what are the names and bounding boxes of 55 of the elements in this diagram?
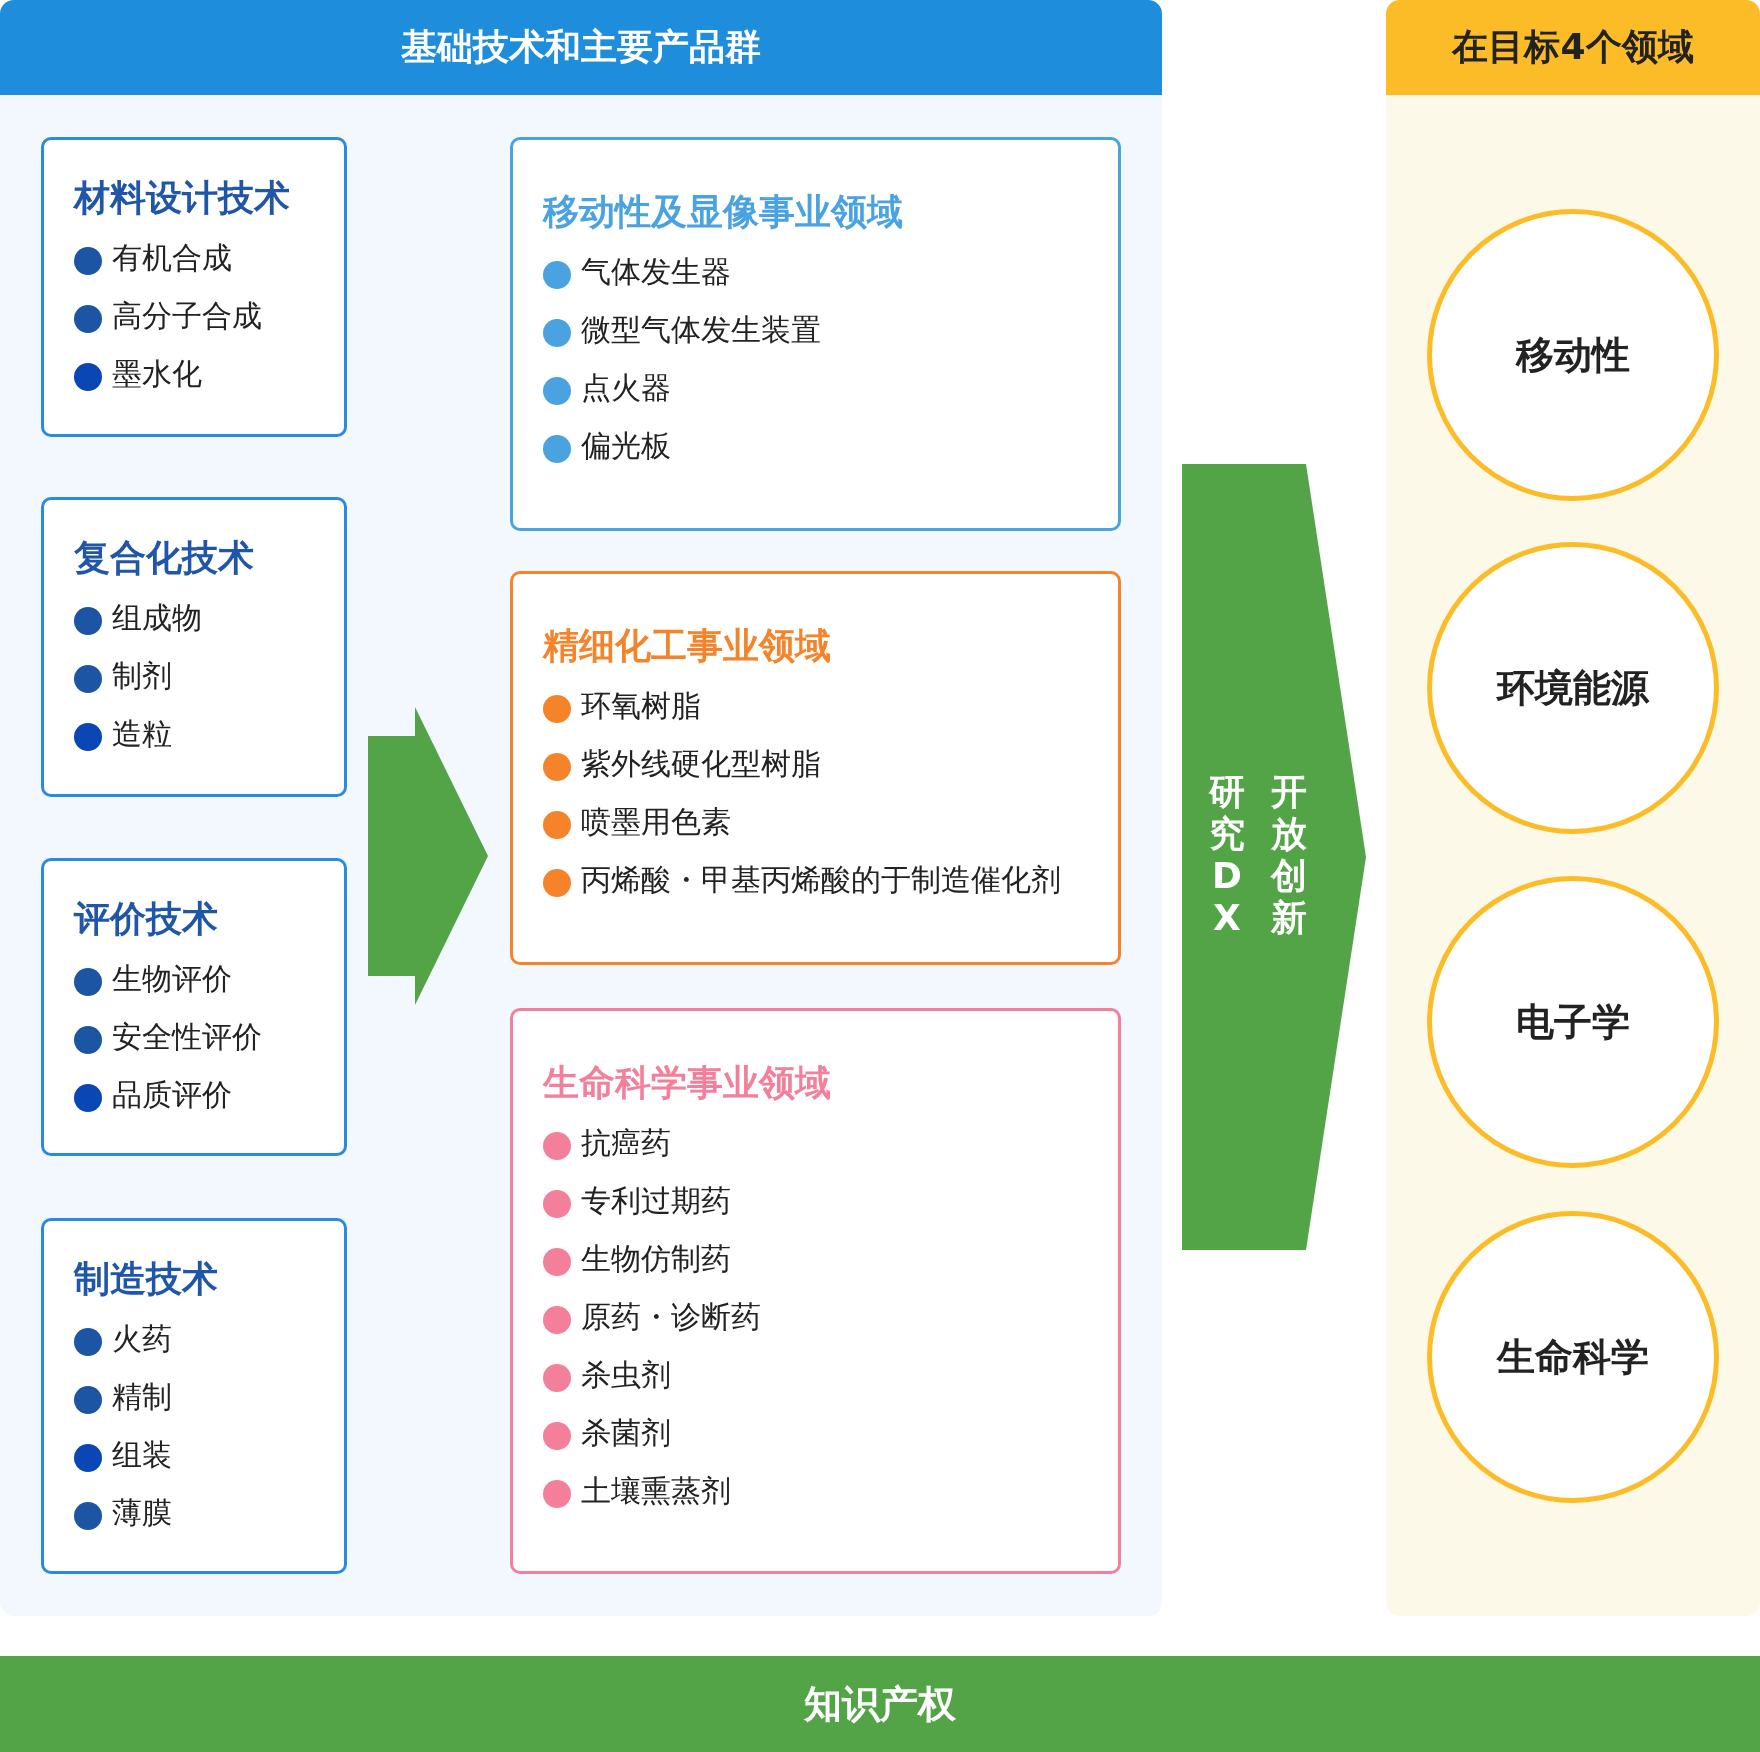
circle-label: 电子学 <box>1515 1001 1631 1043</box>
list-item: 丙烯酸・甲基丙烯酸的于制造催化剂 <box>581 862 1061 898</box>
list-item: 喷墨用色素 <box>581 804 731 840</box>
list-item: 组装 <box>112 1437 172 1473</box>
box-title: 复合化技术 <box>74 536 254 580</box>
list-item: 制剂 <box>112 658 172 694</box>
panel-header: 基础技术和主要产品群 <box>0 0 1162 95</box>
list-item: 安全性评价 <box>112 1019 262 1055</box>
business-box <box>510 137 1121 531</box>
list-item: 偏光板 <box>581 428 671 464</box>
box-title: 制造技术 <box>74 1257 218 1301</box>
list-item: 专利过期药 <box>581 1183 731 1219</box>
list-item: 紫外线硬化型树脂 <box>581 746 821 782</box>
list-item: 火药 <box>112 1321 172 1357</box>
vertical-label: 开放创新 <box>1269 771 1308 939</box>
list-item: 高分子合成 <box>112 298 262 334</box>
panel-background <box>0 0 1162 1616</box>
technology-box <box>41 1218 347 1574</box>
list-item: 土壤熏蒸剂 <box>581 1473 731 1509</box>
circle-label: 移动性 <box>1514 334 1631 376</box>
box-title: 生命科学事业领域 <box>543 1061 831 1105</box>
list-item: 造粒 <box>112 716 172 752</box>
list-item: 墨水化 <box>112 356 202 392</box>
business-box <box>510 1008 1121 1574</box>
circle-label: 环境能源 <box>1495 667 1651 709</box>
list-item: 微型气体发生装置 <box>581 312 821 348</box>
list-item: 品质评价 <box>112 1077 232 1113</box>
box-title: 材料设计技术 <box>74 176 290 220</box>
list-item: 杀菌剂 <box>581 1415 671 1451</box>
list-item: 气体发生器 <box>581 254 731 290</box>
arrow-shape <box>368 707 488 1005</box>
box-title: 精细化工事业领域 <box>543 624 831 668</box>
circle-label: 生命科学 <box>1495 1336 1650 1378</box>
panel-background <box>1386 0 1760 1616</box>
box-title: 评价技术 <box>74 897 218 941</box>
panel-header: 在目标4个领域 <box>1386 0 1760 95</box>
arrow-banner <box>1182 464 1366 1250</box>
list-item: 薄膜 <box>112 1495 172 1531</box>
list-item: 生物仿制药 <box>581 1241 731 1277</box>
technology-box <box>41 858 347 1156</box>
list-item: 环氧树脂 <box>581 688 701 724</box>
list-item: 有机合成 <box>112 240 232 276</box>
list-item: 原药・诊断药 <box>581 1299 761 1335</box>
technology-box <box>41 497 347 797</box>
technology-box <box>41 137 347 437</box>
list-item: 生物评价 <box>112 961 232 997</box>
footer-bar: 知识产权 <box>0 1656 1760 1752</box>
business-box <box>510 571 1121 965</box>
list-item: 杀虫剂 <box>581 1357 671 1393</box>
box-title: 移动性及显像事业领域 <box>543 190 903 234</box>
list-item: 点火器 <box>581 370 671 406</box>
list-item: 抗癌药 <box>581 1125 671 1161</box>
list-item: 组成物 <box>112 600 202 636</box>
vertical-label: 研究DX <box>1208 771 1246 939</box>
list-item: 精制 <box>112 1379 172 1415</box>
